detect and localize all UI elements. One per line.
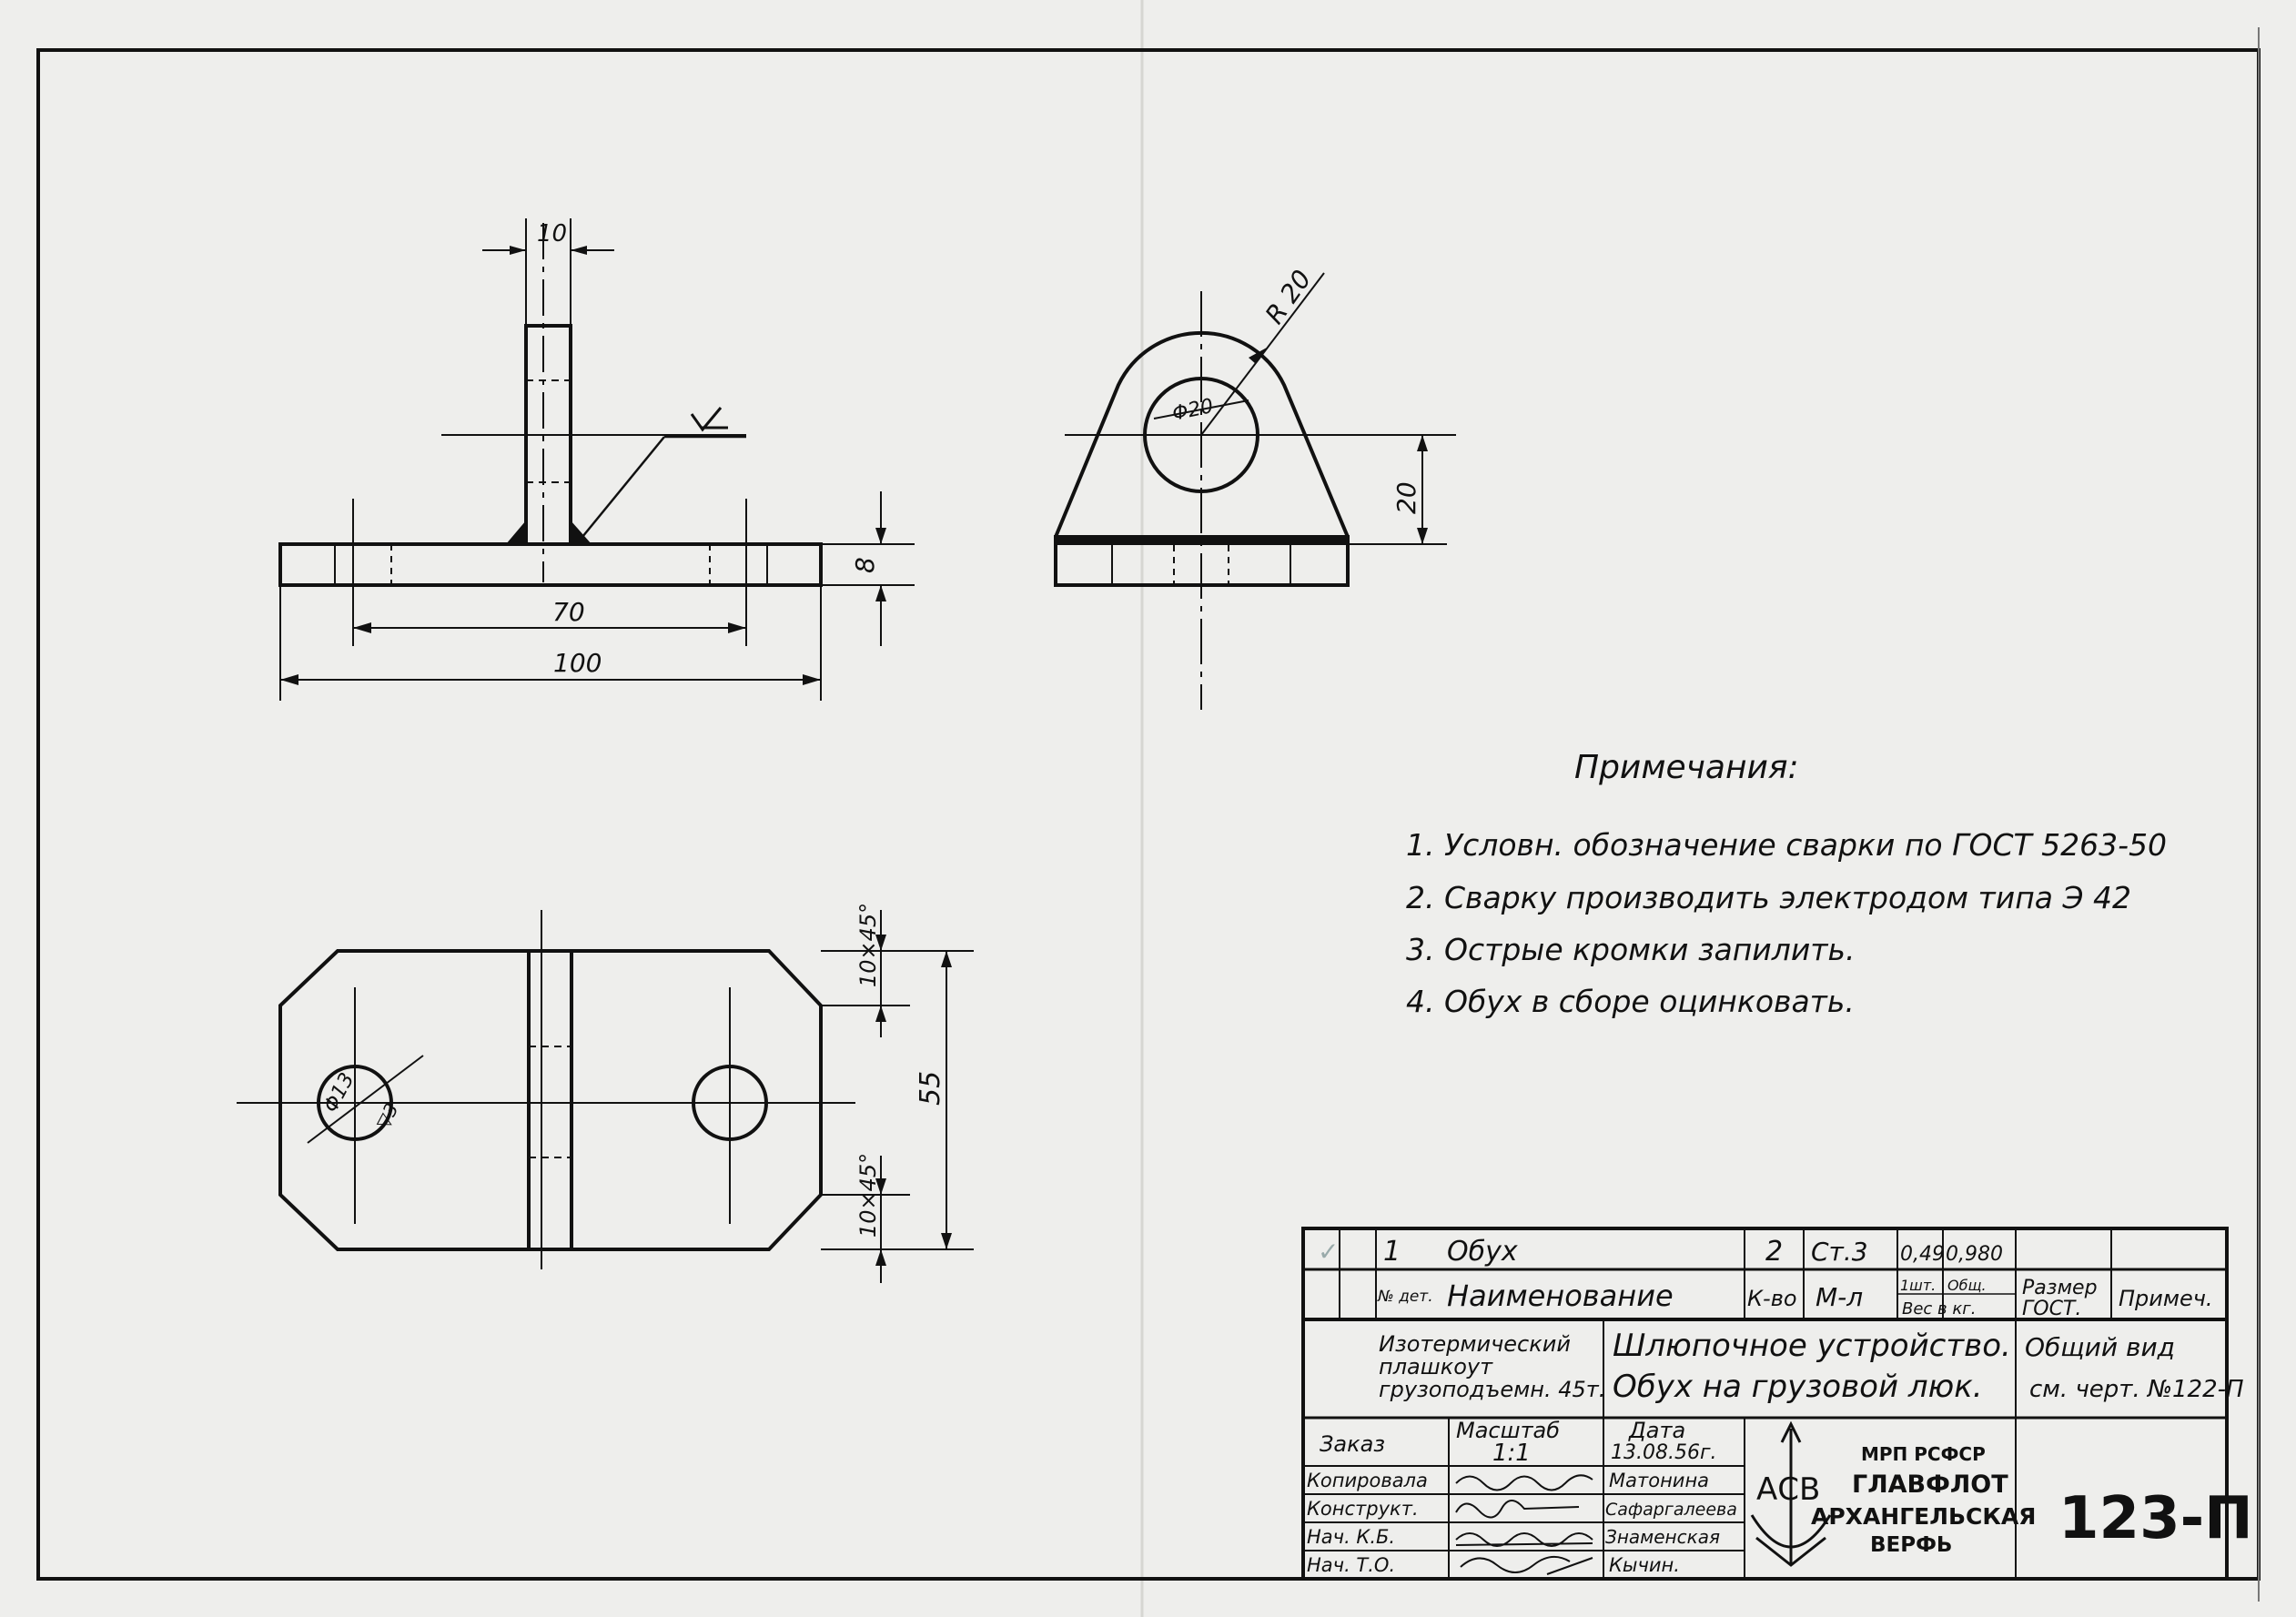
vessel-line-2: плашкоут: [1379, 1354, 1493, 1380]
header-name: Наименование: [1447, 1278, 1674, 1313]
drawing-title-1: Шлюпочное устройство.: [1613, 1328, 2011, 1364]
logo-letters: АСВ: [1756, 1471, 1820, 1508]
reference-1: Общий вид: [2025, 1332, 2175, 1362]
header-quantity: К-во: [1747, 1286, 1797, 1311]
header-weight-single: 1шт.: [1900, 1277, 1936, 1294]
dim-chamfer-top: 10×45°: [855, 903, 881, 987]
dim-chamfer-bottom: 10×45°: [855, 1153, 881, 1238]
notes-block: Примечания: 1. Условн. обозначение сварк…: [1406, 749, 2167, 1019]
note-3: 3. Острые кромки запилить.: [1406, 932, 1855, 967]
role-designer: Конструкт.: [1307, 1498, 1419, 1520]
notes-title: Примечания:: [1574, 749, 1799, 786]
name-copied: Матонина: [1609, 1470, 1709, 1491]
role-head-kb: Нач. К.Б.: [1307, 1526, 1395, 1548]
header-material: М-л: [1816, 1282, 1863, 1312]
header-remark: Примеч.: [2119, 1286, 2213, 1311]
drawing-title-2: Обух на грузовой люк.: [1613, 1369, 1983, 1405]
org-line-4: ВЕРФЬ: [1870, 1533, 1952, 1557]
weld-left: [506, 520, 526, 544]
part-quantity: 2: [1765, 1236, 1783, 1268]
reference-2: см. черт. №122-П: [2029, 1376, 2244, 1403]
role-head-to: Нач. Т.О.: [1307, 1554, 1395, 1576]
name-head-kb: Знаменская: [1605, 1526, 1720, 1548]
scale-label: Масштаб: [1456, 1418, 1560, 1443]
dim-rib-thickness: 10: [537, 220, 567, 248]
mount-hole-left: [317, 1065, 393, 1141]
vessel-line-3: грузоподъемн. 45т.: [1379, 1377, 1605, 1402]
weld-right: [571, 520, 592, 544]
plan-view: Φ13 ▽3 10×45° 10×45° 55: [237, 903, 974, 1283]
part-check-mark: ✓: [1318, 1237, 1339, 1267]
part-material: Ст.3: [1811, 1237, 1868, 1267]
order-label: Заказ: [1320, 1431, 1385, 1457]
name-head-to: Кычин.: [1609, 1554, 1680, 1576]
dim-plate-length: 100: [553, 648, 602, 678]
eye-rib-plan: [527, 949, 573, 1251]
scale-value: 1:1: [1492, 1440, 1531, 1467]
mount-hole-right: [692, 1065, 768, 1141]
front-view: 10 70 100 8: [278, 218, 915, 701]
name-designer: Сафаргалеева: [1605, 1500, 1737, 1520]
header-size-2: ГОСТ.: [2022, 1298, 2081, 1320]
vessel-line-1: Изотермический: [1379, 1331, 1571, 1357]
eye-profile: [1054, 330, 1350, 538]
header-weight-total: Общ.: [1947, 1277, 1987, 1294]
dim-hole-height: 20: [1391, 481, 1421, 514]
note-2: 2. Сварку производить электродом типа Э …: [1406, 880, 2131, 915]
role-copied: Копировала: [1307, 1470, 1428, 1491]
dim-plate-thickness: 8: [850, 557, 880, 573]
dim-plate-width: 55: [915, 1071, 946, 1106]
part-weight-total: 0,980: [1946, 1243, 2003, 1266]
header-weight: Вес в кг.: [1902, 1299, 1976, 1319]
part-weight-single: 0,49: [1900, 1243, 1945, 1266]
eye-hole: [1143, 377, 1259, 493]
base-plate-plan: [278, 949, 823, 1251]
part-name: Обух: [1447, 1236, 1518, 1268]
org-line-3: АРХАНГЕЛЬСКАЯ: [1811, 1503, 2036, 1530]
title-block: ✓ 1 Обух 2 Ст.3 0,49 0,980 № дет. Наимен…: [1301, 1227, 2253, 1581]
drawing-number: 123-П: [2058, 1485, 2253, 1552]
weld-symbol: [690, 407, 728, 432]
date-value: 13.08.56г.: [1611, 1441, 1717, 1464]
shipyard-logo: [1750, 1420, 1832, 1567]
org-line-2: ГЛАВФЛОТ: [1852, 1470, 2008, 1499]
header-size-1: Размер: [2022, 1277, 2098, 1299]
base-plate-front: [278, 542, 823, 587]
dim-hole-spacing: 70: [552, 597, 585, 627]
note-4: 4. Обух в сборе оцинковать.: [1406, 984, 1855, 1019]
note-1: 1. Условн. обозначение сварки по ГОСТ 52…: [1406, 827, 2167, 863]
header-det-no: № дет.: [1377, 1288, 1433, 1306]
signatures: [1455, 1474, 1593, 1575]
org-line-1: МРП РСФСР: [1861, 1443, 1986, 1465]
date-label: Дата: [1628, 1418, 1685, 1443]
part-number: 1: [1383, 1236, 1401, 1268]
